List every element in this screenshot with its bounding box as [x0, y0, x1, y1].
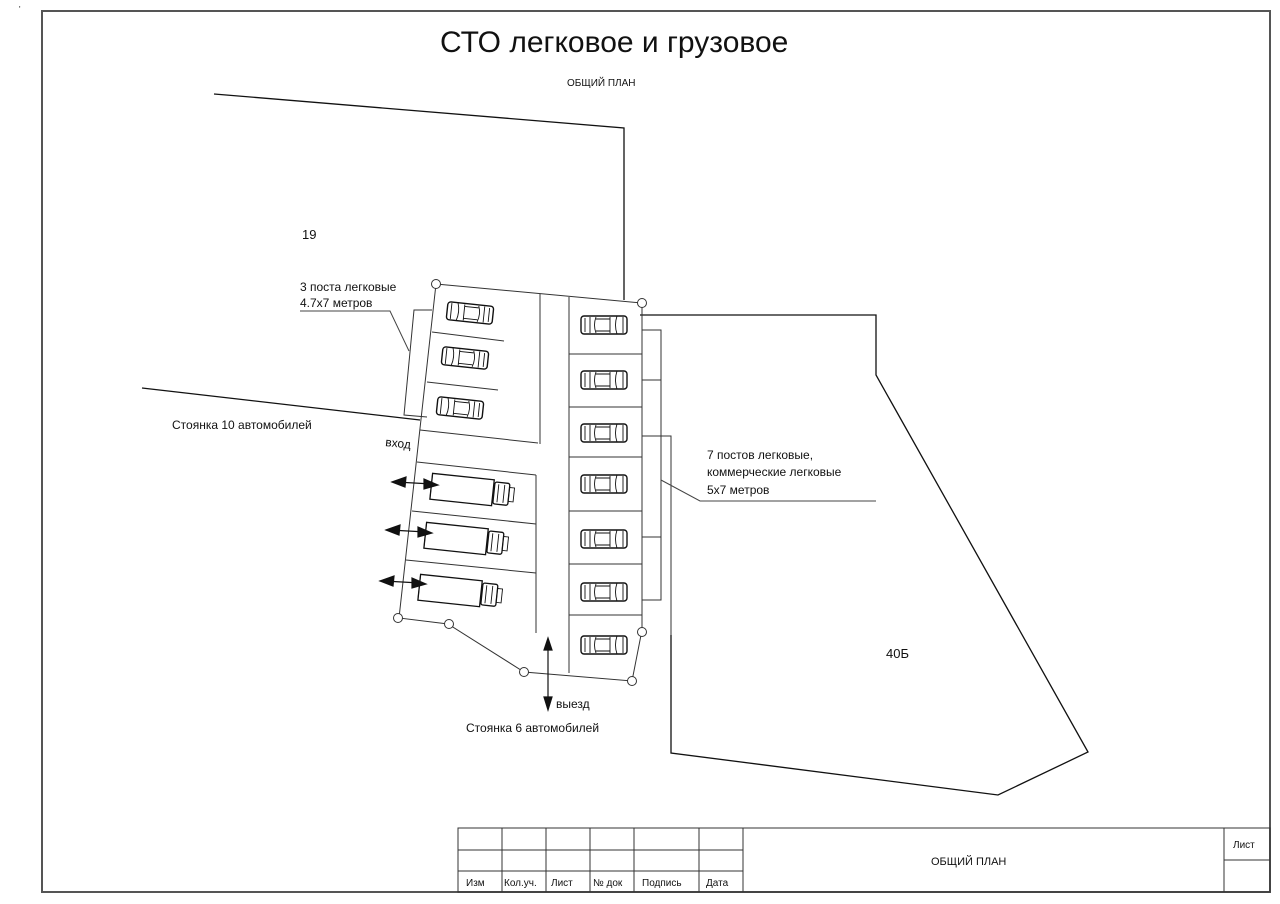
car-icon: [580, 315, 628, 335]
car-icon: [580, 582, 628, 602]
tb-col-doc: № док: [593, 878, 623, 889]
tb-sheet-label: Лист: [1233, 840, 1255, 851]
car-icon: [580, 635, 628, 655]
sheet-title: СТО легковое и грузовое: [440, 26, 788, 59]
annex-notch: [642, 435, 672, 635]
car-icon: [580, 529, 628, 549]
survey-node: [431, 279, 441, 289]
exit-arrow-icon: [543, 636, 553, 713]
label-exit: выезд: [556, 697, 590, 711]
corner-mark: ': [19, 5, 21, 14]
tb-col-signature: Подпись: [642, 878, 682, 889]
divider: [431, 331, 505, 342]
tb-col-izm: Изм: [466, 878, 485, 889]
parking-10-boundary: [141, 387, 421, 421]
building-outline: [398, 283, 643, 682]
survey-node: [637, 627, 647, 637]
sheet-frame: [41, 10, 1271, 893]
truck-icon: [423, 521, 510, 556]
label-parking-6: Стоянка 6 автомобилей: [466, 721, 599, 735]
tb-col-kol-uch: Кол.уч.: [504, 878, 537, 889]
tb-col-date: Дата: [706, 878, 729, 889]
title-block: Изм Кол.уч. Лист № док Подпись Дата ОБЩИ…: [457, 827, 1271, 893]
right-annex: [642, 329, 662, 601]
label-entrance: вход: [385, 435, 412, 452]
truck-icon: [417, 573, 504, 608]
tb-drawing-name: ОБЩИЙ ПЛАН: [931, 855, 1006, 868]
car-icon: [580, 474, 628, 494]
label-7-posts-line1: 7 постов легковые,: [707, 448, 813, 462]
car-icon: [435, 396, 485, 420]
plot-40b-boundary: [640, 314, 1089, 796]
label-3-posts-line1: 3 поста легковые: [300, 280, 397, 294]
plot-19-boundary: [213, 93, 625, 300]
tb-col-list: Лист: [551, 878, 573, 889]
plot-40b-label: 40Б: [886, 646, 909, 661]
left-annex: [403, 309, 432, 418]
car-icon: [440, 346, 490, 370]
car-icon: [445, 301, 495, 325]
leader-line-3-posts: [300, 310, 410, 352]
survey-node: [627, 676, 637, 686]
truck-icon: [429, 472, 516, 507]
label-parking-10: Стоянка 10 автомобилей: [172, 418, 312, 432]
survey-node: [393, 613, 403, 623]
survey-node: [444, 619, 454, 629]
service-station-building: [393, 279, 672, 686]
sheet-subtitle: ОБЩИЙ ПЛАН: [567, 76, 636, 89]
divider: [426, 381, 499, 391]
divider: [416, 461, 537, 476]
label-3-posts-line2: 4.7x7 метров: [300, 296, 372, 310]
vehicles: [378, 301, 628, 655]
divider: [411, 510, 537, 525]
divider: [405, 559, 537, 574]
survey-node: [519, 667, 529, 677]
survey-node: [637, 298, 647, 308]
label-7-posts-line2: коммерческие легковые: [707, 465, 842, 479]
leader-line-7-posts: [660, 479, 876, 502]
car-icon: [580, 370, 628, 390]
divider: [419, 429, 539, 444]
double-arrow-icon: [384, 524, 434, 538]
car-icon: [580, 423, 628, 443]
label-7-posts-line3: 5x7 метров: [707, 483, 769, 497]
double-arrow-icon: [390, 476, 440, 490]
plot-19-label: 19: [302, 227, 316, 242]
double-arrow-icon: [378, 575, 428, 589]
